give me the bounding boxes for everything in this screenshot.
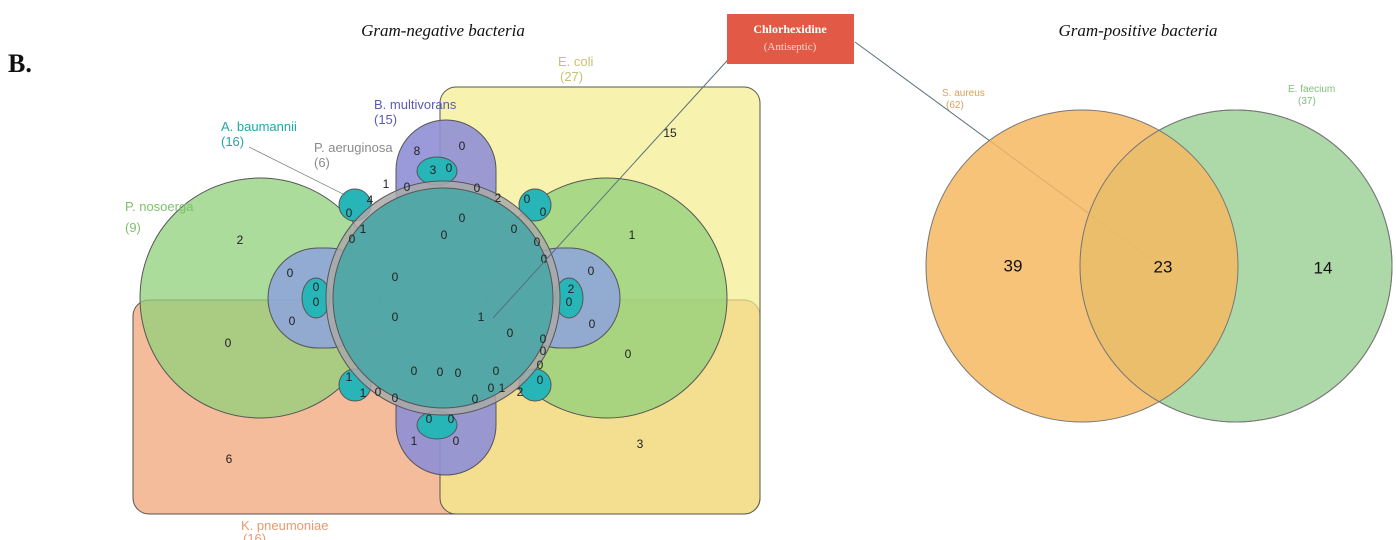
region-count: 0 — [346, 206, 353, 220]
e-faecium-size: (37) — [1298, 96, 1316, 107]
region-count: 2 — [495, 191, 502, 205]
p-aeruginosa-label: P. aeruginosa — [314, 140, 393, 155]
region-count: 0 — [566, 295, 573, 309]
count-bottom-lobe: 1 — [411, 434, 418, 448]
region-count: 0 — [404, 180, 411, 194]
region-count: 0 — [537, 373, 544, 387]
gram-negative-counts: 15 2 6 3 0 0 1 0 1 1 — [225, 126, 677, 466]
region-count: 8 — [414, 144, 421, 158]
region-count: 0 — [349, 232, 356, 246]
b-multivorans-label: B. multivorans — [374, 97, 457, 112]
region-count: 2 — [568, 282, 575, 296]
e-faecium-outline — [1079, 109, 1393, 423]
p-nosoerga-label: P. nosoerga — [125, 199, 194, 214]
callout-title: Chlorhexidine — [753, 22, 827, 36]
a-baumannii-tr — [518, 188, 552, 222]
a-baumannii-label: A. baumannii — [221, 119, 297, 134]
k-pneumoniae-label: K. pneumoniae — [241, 518, 328, 533]
region-count: 0 — [287, 266, 294, 280]
region-count: 0 — [392, 391, 399, 405]
region-count: 0 — [446, 161, 453, 175]
gram-positive-title: Gram-positive bacteria — [1058, 21, 1217, 40]
gram-positive-venn: S. aureus (62) E. faecium (37) 39 23 14 — [925, 84, 1393, 423]
a-baumannii-leader — [248, 146, 346, 196]
venn-core — [332, 187, 554, 409]
region-count: 0 — [507, 326, 514, 340]
region-count: 0 — [540, 205, 547, 219]
region-count: 0 — [313, 295, 320, 309]
gram-negative-venn — [132, 86, 761, 515]
region-count: 3 — [430, 163, 437, 177]
region-count: 2 — [517, 385, 524, 399]
region-count: 0 — [541, 252, 548, 266]
region-count: 0 — [488, 381, 495, 395]
region-count: 0 — [289, 314, 296, 328]
callout-box — [727, 14, 854, 64]
region-count: 0 — [455, 366, 462, 380]
region-count: 0 — [392, 270, 399, 284]
e-coli-size: (27) — [560, 69, 583, 84]
gram-negative-title: Gram-negative bacteria — [361, 21, 525, 40]
region-count: 1 — [499, 381, 506, 395]
count-b-multivorans-only: 0 — [459, 139, 466, 153]
count-k-pneumoniae-only: 6 — [226, 452, 233, 466]
region-count: 0 — [441, 228, 448, 242]
s-aureus-size: (62) — [946, 100, 964, 111]
region-count: 1 — [360, 386, 367, 400]
region-count: 0 — [540, 344, 547, 358]
p-aeruginosa-size: (6) — [314, 155, 330, 170]
b-multivorans-size: (15) — [374, 112, 397, 127]
count-e-faecium-only: 14 — [1314, 258, 1333, 277]
gram-negative-labels: E. coli (27) B. multivorans (15) A. baum… — [125, 54, 594, 540]
k-pneumoniae-size: (16) — [243, 531, 266, 540]
region-count: 4 — [367, 193, 374, 207]
region-count: 0 — [448, 412, 455, 426]
panel-label: B. — [8, 49, 32, 78]
e-faecium-label: E. faecium — [1288, 84, 1335, 95]
region-count: 1 — [346, 370, 353, 384]
region-count: 0 — [524, 192, 531, 206]
region-count: 0 — [392, 310, 399, 324]
region-count: 0 — [459, 211, 466, 225]
count-intersection: 23 — [1154, 257, 1173, 276]
count-right-lower-lobe: 0 — [625, 347, 632, 361]
region-count: 0 — [411, 364, 418, 378]
count-center: 1 — [478, 310, 485, 324]
region-count: 0 — [588, 264, 595, 278]
region-count: 0 — [472, 392, 479, 406]
count-p-nosoerga-k-pneumoniae: 0 — [225, 336, 232, 350]
a-baumannii-size: (16) — [221, 134, 244, 149]
count-s-aureus-only: 39 — [1004, 256, 1023, 275]
region-count: 0 — [589, 317, 596, 331]
region-count: 0 — [474, 181, 481, 195]
count-p-nosoerga-only: 2 — [237, 233, 244, 247]
s-aureus-set — [925, 109, 1239, 423]
region-count: 0 — [426, 412, 433, 426]
region-count: 0 — [537, 358, 544, 372]
callout-subtitle: (Antiseptic) — [764, 41, 817, 53]
count-right-upper-lobe: 1 — [629, 228, 636, 242]
p-nosoerga-size: (9) — [125, 220, 141, 235]
s-aureus-label: S. aureus — [942, 88, 985, 99]
region-count: 0 — [375, 385, 382, 399]
region-count: 0 — [540, 332, 547, 346]
region-count: 0 — [437, 365, 444, 379]
region-count: 1 — [383, 177, 390, 191]
callout-leader-left — [492, 51, 736, 319]
region-count: 0 — [493, 364, 500, 378]
count-e-coli-only: 15 — [663, 126, 677, 140]
count-e-coli-k-pneumoniae: 3 — [637, 437, 644, 451]
region-count: 1 — [360, 222, 367, 236]
region-count: 0 — [313, 280, 320, 294]
chlorhexidine-callout: Chlorhexidine (Antiseptic) — [492, 14, 1164, 319]
region-count: 0 — [511, 222, 518, 236]
region-count: 0 — [534, 235, 541, 249]
region-count: 0 — [453, 434, 460, 448]
e-coli-label: E. coli — [558, 54, 594, 69]
